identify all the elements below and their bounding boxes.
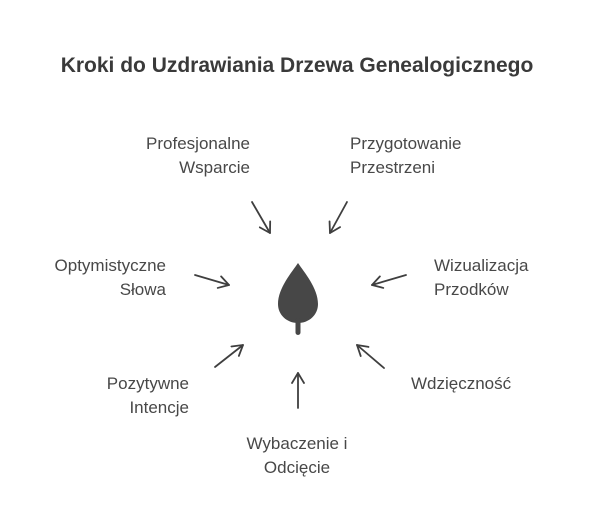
arrow-wdz	[356, 344, 385, 369]
arrow-poz	[214, 344, 244, 368]
step-label-line: Intencje	[129, 398, 189, 417]
step-label-forgiveness-cutoff: Wybaczenie i Odcięcie	[197, 432, 397, 480]
step-label-line: Przygotowanie	[350, 134, 462, 153]
leaf-stem	[295, 318, 301, 335]
leaf-drop-icon	[278, 263, 318, 335]
step-label-line: Przodków	[434, 280, 509, 299]
step-label-gratitude: Wdzięczność	[411, 372, 511, 396]
arrow-wiz	[371, 274, 407, 289]
step-label-line: Profesjonalne	[146, 134, 250, 153]
leaf-body	[278, 263, 318, 323]
step-label-line: Wizualizacja	[434, 256, 529, 275]
step-label-line: Słowa	[119, 280, 166, 299]
step-label-line: Odcięcie	[263, 458, 331, 477]
step-label-line: Pozytywne	[106, 374, 189, 393]
step-label-line: Optymistyczne	[54, 256, 166, 275]
arrow-opt	[194, 274, 230, 289]
arrow-prep	[328, 201, 348, 234]
arrow-prof	[251, 201, 272, 234]
step-label-optimistic-words: Optymistyczne Słowa	[55, 254, 166, 302]
step-label-professional-support: Profesjonalne Wsparcie	[146, 132, 250, 180]
step-label-line: Przestrzeni	[350, 158, 436, 177]
step-label-line: Wsparcie	[179, 158, 250, 177]
step-label-line: Wdzięczność	[411, 374, 512, 393]
step-label-line: Wybaczenie i	[246, 434, 348, 453]
diagram-title: Kroki do Uzdrawiania Drzewa Genealogiczn…	[60, 54, 534, 77]
step-label-space-preparation: Przygotowanie Przestrzeni	[350, 132, 462, 180]
step-label-ancestor-visualization: Wizualizacja Przodków	[434, 254, 528, 302]
step-label-positive-intentions: Pozytywne Intencje	[107, 372, 189, 420]
